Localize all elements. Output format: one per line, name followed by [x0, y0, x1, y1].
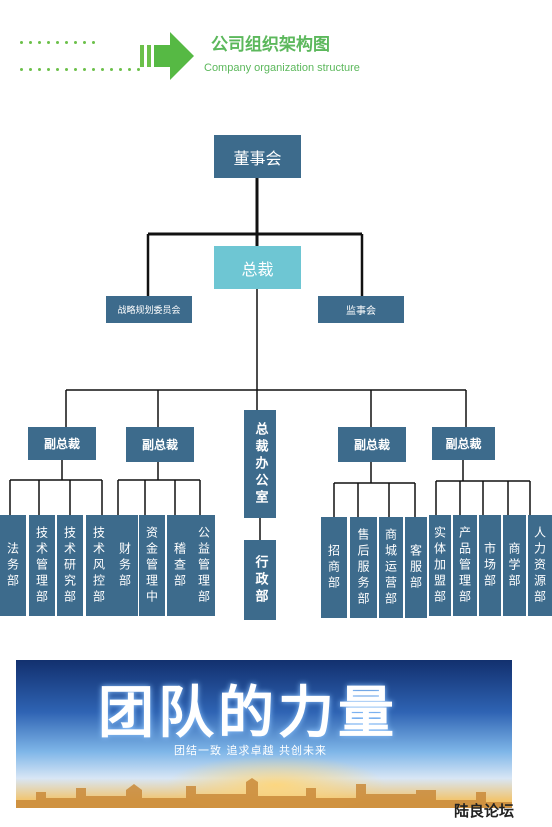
- dept-after-sales: 售后服务部: [350, 517, 377, 618]
- banner-slogan: 团结一致 追求卓越 共创未来: [174, 744, 327, 757]
- dept-audit: 稽查部: [167, 515, 193, 616]
- decor-dots-row-1: [20, 41, 95, 44]
- dept-label: 财务部: [117, 541, 132, 590]
- vp-label: 副总裁: [141, 438, 178, 452]
- dept-label: 技术管理部: [34, 525, 49, 606]
- president-office-label: 总裁办公室: [252, 421, 268, 507]
- dept-label: 商学部: [507, 541, 521, 590]
- dept-tech-risk: 技术风控部: [86, 515, 112, 616]
- dept-tech-research: 技术研究部: [57, 515, 83, 616]
- arrow-right-icon: [140, 32, 194, 80]
- banner-headline: 团队的力量: [98, 680, 398, 746]
- dept-franchise: 实体加盟部: [429, 515, 451, 616]
- dept-product-management: 产品管理部: [453, 515, 477, 616]
- page-subtitle: Company organization structure: [204, 62, 360, 74]
- dept-label: 商城运营部: [383, 527, 398, 608]
- org-connector-lines: [9, 178, 531, 540]
- vp-node-4: 副总裁: [432, 427, 495, 460]
- vp-node-3: 副总裁: [338, 427, 406, 462]
- vp-node-2: 副总裁: [126, 427, 194, 462]
- dept-label: 产品管理部: [457, 525, 472, 606]
- decor-dots-row-2: [20, 68, 140, 71]
- dept-label: 公益管理部: [196, 525, 211, 606]
- dept-customer-service: 客服部: [405, 517, 427, 618]
- dept-label: 售后服务部: [356, 527, 370, 608]
- dept-finance: 财务部: [112, 515, 138, 616]
- dept-hr: 人力资源部: [528, 515, 552, 616]
- city-skyline-icon: [16, 778, 512, 808]
- strategy-committee-label: 战略规划委员会: [117, 306, 181, 316]
- dept-mall-operations: 商城运营部: [379, 517, 403, 618]
- vp-node-1: 副总裁: [28, 427, 96, 460]
- dept-label: 人力资源部: [532, 525, 547, 606]
- vp-label: 副总裁: [43, 437, 80, 451]
- president-node: 总裁: [214, 246, 301, 289]
- dept-tech-management: 技术管理部: [29, 515, 55, 616]
- dept-label: 法务部: [5, 541, 20, 590]
- dept-label: 稽查部: [172, 541, 187, 590]
- dept-business-school: 商学部: [503, 515, 526, 616]
- admin-dept-node: 行政部: [244, 540, 276, 620]
- page-title: 公司组织架构图: [211, 35, 330, 55]
- dept-public-welfare: 公益管理部: [193, 515, 215, 616]
- supervisors-label: 监事会: [346, 306, 376, 317]
- dept-legal: 法务部: [0, 515, 26, 616]
- team-banner: 团队的力量 团结一致 追求卓越 共创未来: [16, 660, 512, 808]
- strategy-committee-node: 战略规划委员会: [106, 296, 192, 323]
- supervisors-node: 监事会: [318, 296, 404, 323]
- vp-label: 副总裁: [445, 437, 482, 451]
- dept-label: 资金管理中: [144, 525, 159, 606]
- dept-label: 招商部: [326, 543, 341, 592]
- board-label: 董事会: [233, 148, 282, 168]
- vp-label: 副总裁: [353, 438, 390, 452]
- dept-label: 技术风控部: [91, 525, 106, 606]
- dept-label: 市场部: [482, 541, 497, 590]
- dept-label: 实体加盟部: [432, 525, 447, 606]
- dept-label: 客服部: [408, 543, 423, 592]
- watermark: 陆良论坛: [454, 802, 515, 820]
- president-label: 总裁: [241, 259, 274, 279]
- dept-fund-management: 资金管理中: [139, 515, 165, 616]
- dept-marketing: 市场部: [479, 515, 501, 616]
- board-node: 董事会: [214, 135, 301, 178]
- dept-label: 技术研究部: [62, 525, 77, 606]
- dept-investment: 招商部: [321, 517, 347, 618]
- admin-dept-label: 行政部: [252, 554, 268, 606]
- president-office-node: 总裁办公室: [244, 410, 276, 518]
